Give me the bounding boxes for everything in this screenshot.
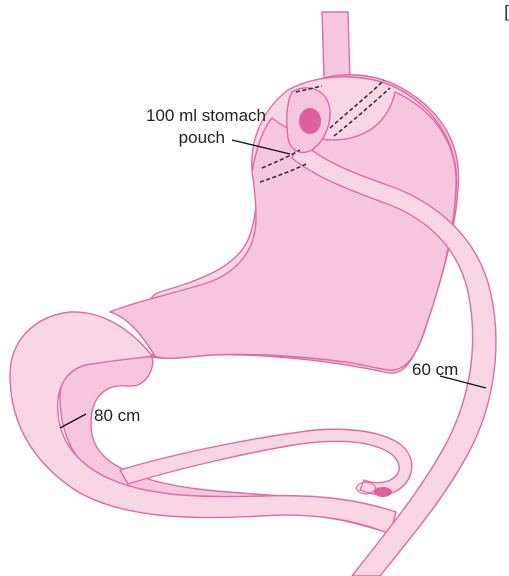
anastomosis-spot (299, 108, 321, 134)
pouch-label-line2: pouch (110, 128, 225, 148)
jejunojejunostomy-spot (374, 487, 392, 497)
limb-60-label: 60 cm (412, 360, 458, 380)
pouch-label-line1: 100 ml stomach (110, 106, 266, 126)
limb-80-label: 80 cm (94, 406, 140, 426)
